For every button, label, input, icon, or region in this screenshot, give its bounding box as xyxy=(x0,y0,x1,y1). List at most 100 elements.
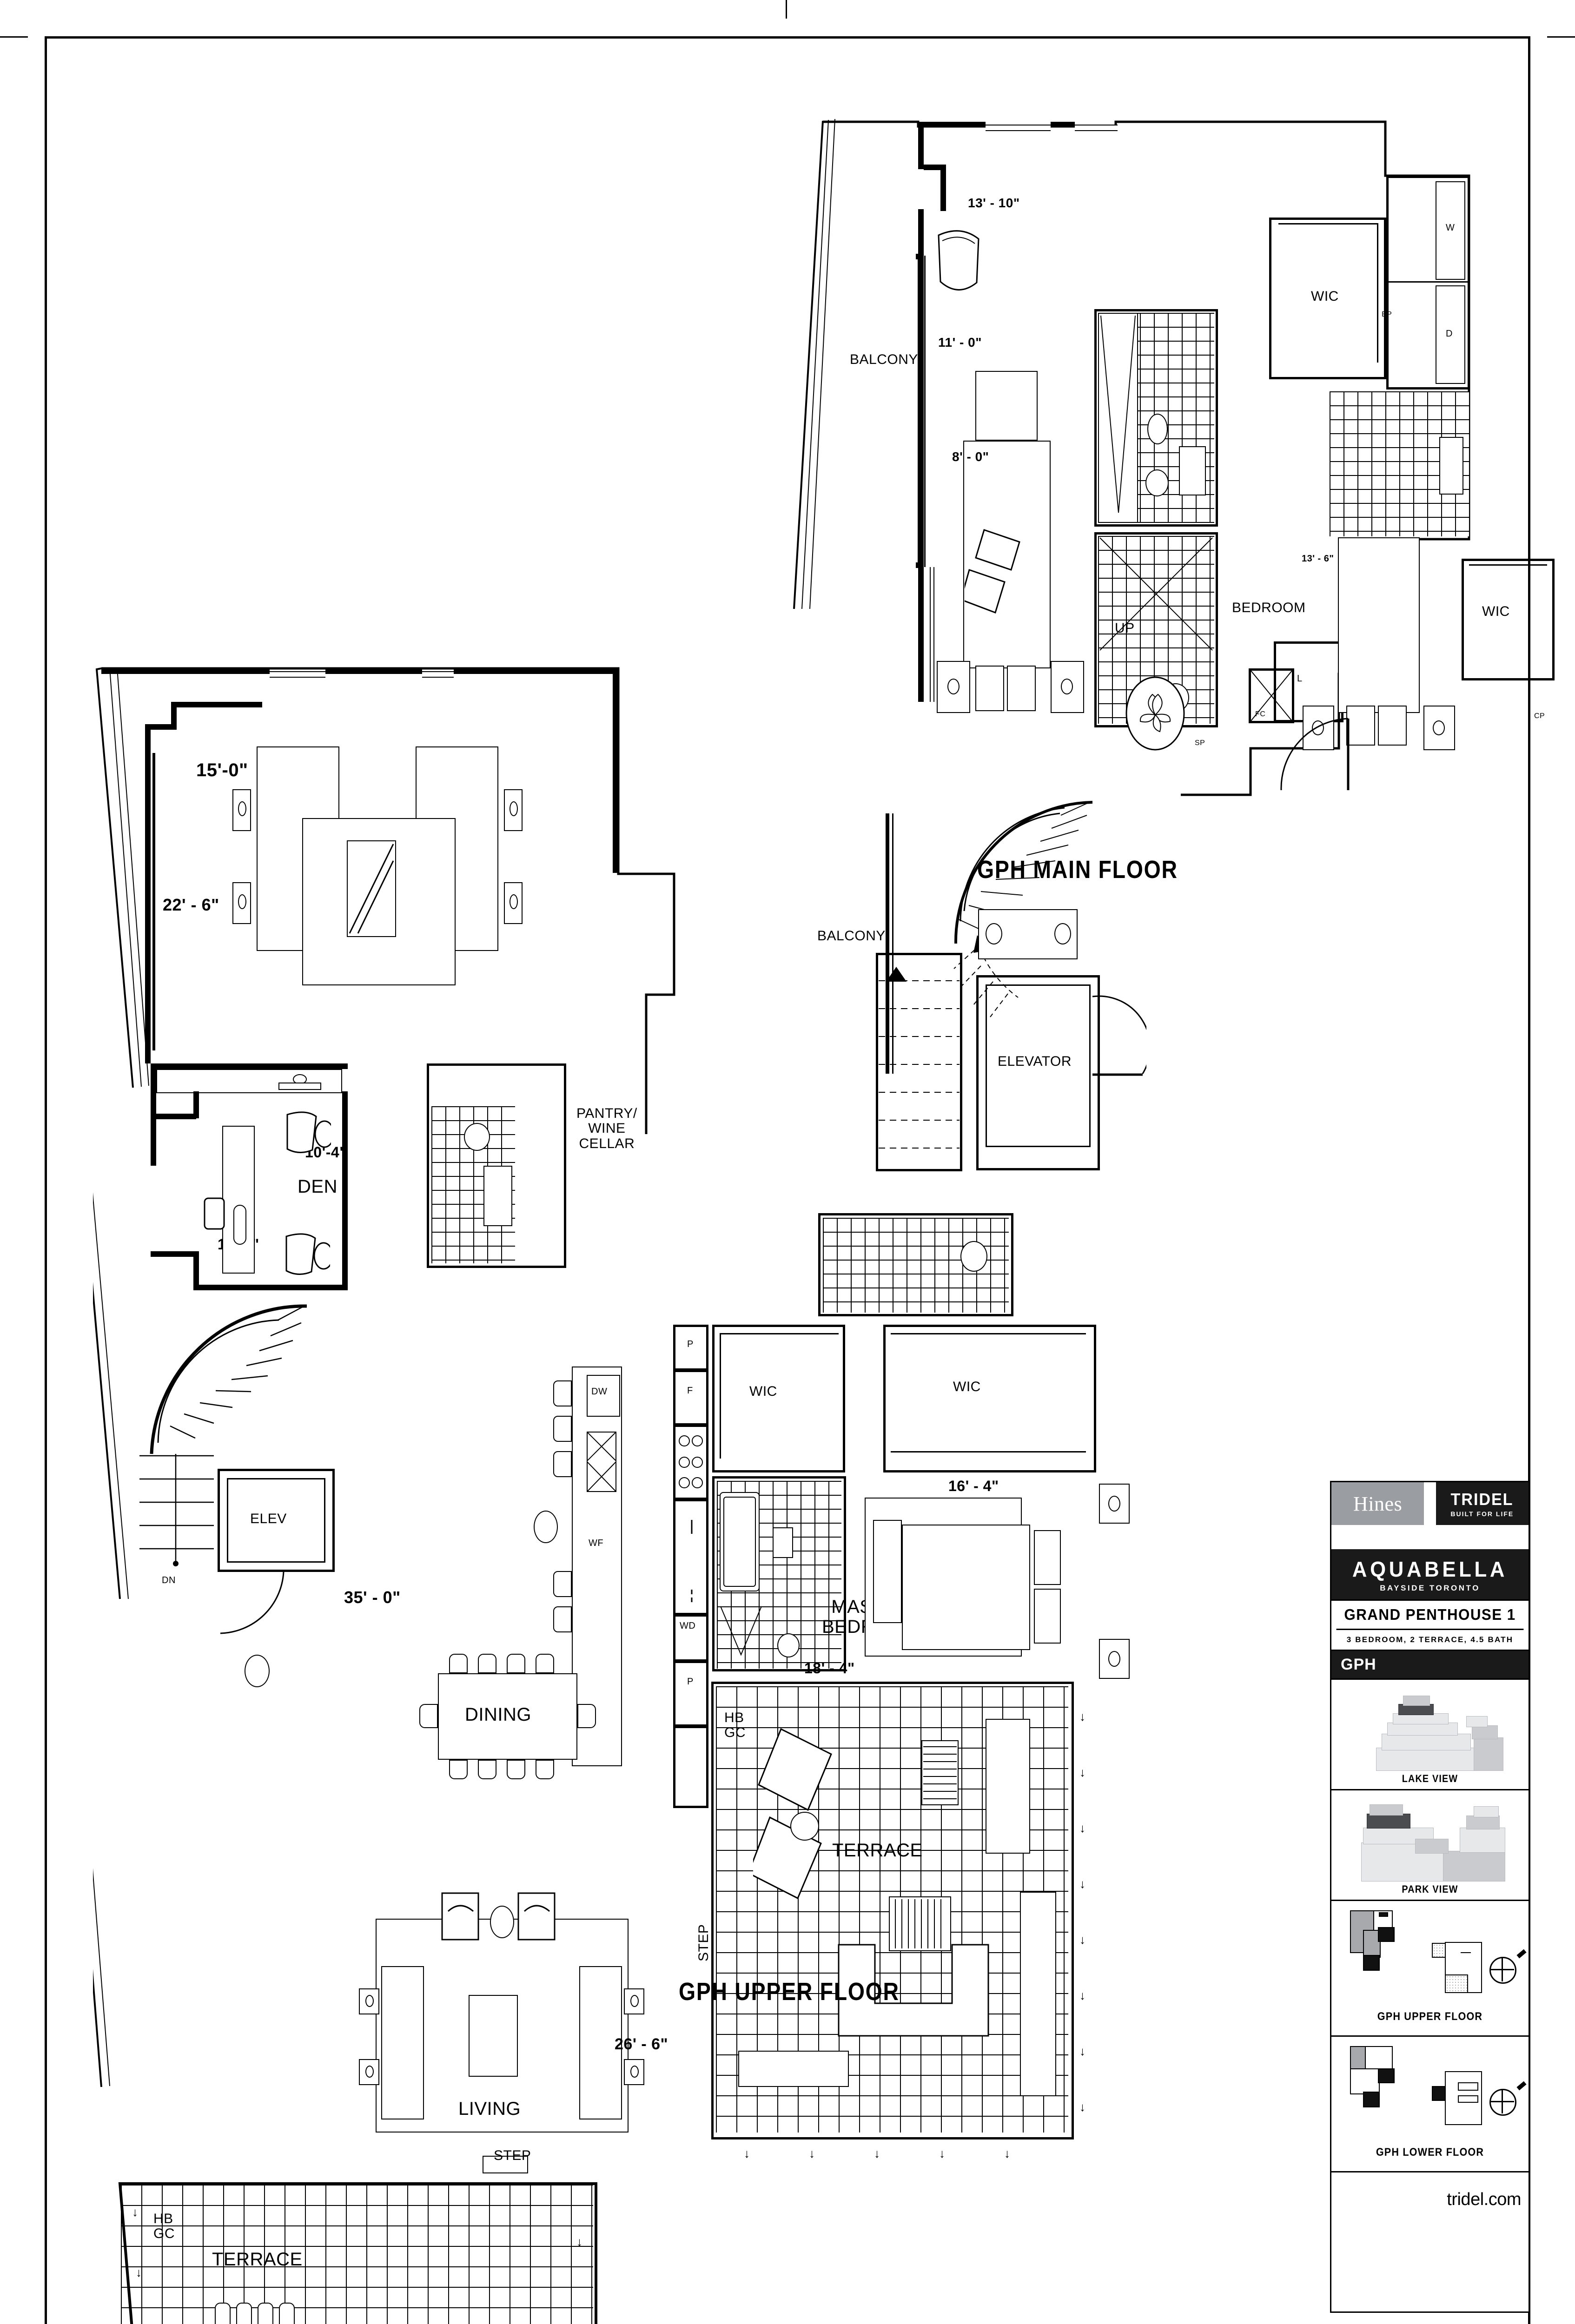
website-row[interactable]: tridel.com xyxy=(1331,2172,1529,2214)
living-sconce-lamp-r1 xyxy=(630,1995,639,2007)
drain-arrow-e3: ↓ xyxy=(1079,1821,1085,1835)
dining-chair-r xyxy=(577,1704,596,1728)
stair-down-curved xyxy=(139,1304,307,1566)
step-living-label: STEP xyxy=(494,2148,531,2163)
bed2-window-a xyxy=(986,125,1051,131)
room-label-pantry: PANTRY/ WINE CELLAR xyxy=(576,1106,637,1151)
planter-hatch-1 xyxy=(923,1746,957,1799)
hb-south: HB xyxy=(153,2211,173,2226)
elev-lamp-l xyxy=(986,923,1002,944)
stool-4 xyxy=(553,1571,572,1597)
living-sofa-right xyxy=(579,1966,622,2119)
room-label-balcony-lower: BALCONY xyxy=(817,928,886,944)
pantry-line1: PANTRY/ xyxy=(576,1106,637,1121)
keyplan-upper-caption: GPH UPPER FLOOR xyxy=(1377,2010,1483,2023)
family-step-b xyxy=(171,702,177,730)
dining-chair-l xyxy=(419,1704,438,1728)
cab-div-4 xyxy=(673,1613,708,1617)
bed2-wall-top-a xyxy=(918,122,986,127)
terrace-east-sectional xyxy=(838,1944,989,2037)
wic-left-shelf-side xyxy=(720,1333,721,1459)
closet-x-glyph xyxy=(1099,537,1213,651)
dim-bed2-width: 13' - 10" xyxy=(968,196,1020,210)
cab-div-5 xyxy=(673,1659,708,1663)
elev-upper-cab xyxy=(227,1478,325,1563)
bed2-shower-glyph xyxy=(1100,315,1136,513)
hines-logo: Hines xyxy=(1331,1482,1424,1525)
drain-arrow-e6: ↓ xyxy=(1079,1988,1085,2002)
dining-chair-b1 xyxy=(449,1760,468,1779)
island-dishwasher xyxy=(587,1375,620,1417)
den-wall-bl xyxy=(193,1251,199,1290)
project-location: BAYSIDE TORONTO xyxy=(1380,1584,1480,1592)
terrace-east-planter-1 xyxy=(921,1740,959,1805)
elev-upper-door-swing xyxy=(220,1571,285,1634)
compass-upper xyxy=(1489,1949,1527,1984)
bed2-headboard xyxy=(975,371,1038,441)
fan-coil-glyph xyxy=(1250,670,1293,722)
bed2-window-b xyxy=(1075,125,1118,131)
pantry-wine-cellar xyxy=(427,1063,566,1268)
master-vanity xyxy=(773,1527,793,1558)
master-shower-glyph xyxy=(720,1606,762,1656)
laundry-closet xyxy=(1386,176,1470,390)
den-desk-chair xyxy=(204,1197,225,1230)
cab-div-6 xyxy=(673,1724,708,1728)
bed2-sink xyxy=(1147,414,1168,444)
bed2-vanity xyxy=(1179,446,1206,495)
cab-div-3 xyxy=(673,1498,708,1501)
freezer-label: F xyxy=(687,1386,693,1396)
terrace-s-chair-t1 xyxy=(215,2303,231,2324)
keyplan-upper-suite xyxy=(1432,1942,1482,1993)
electrical-panel-label: EP xyxy=(1382,310,1392,318)
stair-straight-treads xyxy=(879,967,960,1149)
sheet-border xyxy=(45,36,1530,2324)
suite-code: GPH xyxy=(1331,1651,1529,1680)
bed2-pillow-r xyxy=(1007,666,1036,711)
dim-master-depth: 18' - 4" xyxy=(804,1660,855,1677)
dining-chair-t1 xyxy=(449,1654,468,1673)
family-lamp-r1 xyxy=(510,801,518,816)
stool-1 xyxy=(553,1380,572,1406)
bed2-wall-step xyxy=(918,127,924,169)
plant-decor xyxy=(1125,676,1185,751)
bed2-pillow-l xyxy=(975,666,1004,711)
fan-coil-label: FC xyxy=(1255,710,1266,718)
family-wall-right xyxy=(613,668,618,873)
wic-left xyxy=(712,1325,845,1472)
entry-door-swing xyxy=(1280,718,1350,791)
project-banner: AQUABELLA BAYSIDE TORONTO xyxy=(1331,1549,1529,1601)
terrace-s-chair-t2 xyxy=(236,2303,252,2324)
wic-2-shelf-side xyxy=(1377,223,1378,363)
master-bed xyxy=(902,1525,1030,1650)
wic-3-shelf xyxy=(1469,564,1547,566)
hb-east: HB xyxy=(724,1710,744,1725)
den-wall-top xyxy=(151,1063,348,1069)
bed3-lamp-l xyxy=(1312,720,1324,735)
room-label-wic-3: WIC xyxy=(1482,604,1510,619)
room-label-elevator: ELEVATOR xyxy=(998,1054,1072,1069)
hines-logo-text: Hines xyxy=(1353,1492,1403,1515)
elevator-door-swing xyxy=(1092,995,1146,1076)
room-label-bedroom-3: BEDROOM xyxy=(1232,600,1306,615)
master-wc xyxy=(777,1633,800,1657)
bed2-lamp-l xyxy=(947,679,960,694)
step-terrace-east-label: STEP xyxy=(696,1924,711,1961)
master-lamp-top xyxy=(1108,1496,1120,1512)
stool-2 xyxy=(553,1416,572,1442)
keyplan-lower-panel: GPH LOWER FLOOR xyxy=(1331,2037,1529,2172)
elev-lamp-r xyxy=(1054,923,1071,944)
bed3-pillow-r xyxy=(1378,706,1407,746)
tridel-website-link[interactable]: tridel.com xyxy=(1447,2190,1521,2209)
dim-living-width: 26' - 6" xyxy=(615,2035,668,2053)
pendant-light xyxy=(534,1511,558,1543)
powder-wc xyxy=(960,1241,987,1272)
den-wall-bl2 xyxy=(151,1251,199,1257)
living-side-table xyxy=(490,1906,514,1938)
den-wall-bottom xyxy=(193,1285,348,1290)
family-wall-top-c xyxy=(454,668,618,674)
drain-arrow-e4: ↓ xyxy=(1079,1877,1085,1891)
bed2-armchair xyxy=(938,230,979,290)
park-view-caption: PARK VIEW xyxy=(1402,1883,1458,1895)
park-view-massing xyxy=(1355,1798,1511,1882)
